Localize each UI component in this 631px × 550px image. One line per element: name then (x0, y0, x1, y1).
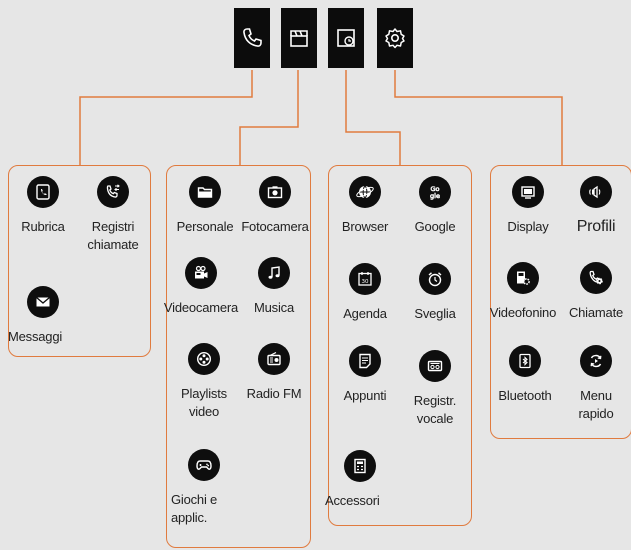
menu-item-label: Radio FM (246, 386, 302, 401)
menu-item-videocamera[interactable]: Videocamera (160, 257, 242, 317)
folder-icon (189, 176, 221, 208)
menu-item-label: Giochi e applic. (171, 492, 218, 525)
menu-item-label: Rubrica (21, 219, 65, 234)
menu-item-label: Chiamate (568, 305, 624, 320)
menu-item-playlists-video[interactable]: Playlists video (163, 343, 245, 421)
menu-item-label: Profili (576, 218, 616, 235)
contacts-icon (27, 176, 59, 208)
menu-item-label: Google (414, 219, 456, 234)
menu-item-label: Videofonino (489, 305, 557, 320)
menu-item-label: Messaggi (8, 329, 63, 344)
menu-item-personale[interactable]: Personale (164, 176, 246, 236)
menu-item-agenda[interactable]: 30 Agenda (324, 263, 406, 323)
music-note-icon (258, 257, 290, 289)
gear-icon (385, 28, 405, 49)
film-reel-icon (188, 343, 220, 375)
tab-utilities[interactable] (328, 8, 364, 68)
call-log-icon (97, 176, 129, 208)
menu-item-label: Browser (341, 219, 389, 234)
tab-settings[interactable] (377, 8, 413, 68)
menu-item-label: Menu rapido (578, 388, 614, 421)
menu-item-label: Playlists video (181, 386, 227, 419)
menu-item-fotocamera[interactable]: Fotocamera (234, 176, 316, 236)
globe-icon (349, 176, 381, 208)
speaker-icon (580, 176, 612, 208)
envelope-icon (27, 286, 59, 318)
menu-item-giochi-applic[interactable]: Giochi e applic. (163, 449, 245, 527)
menu-item-display[interactable]: Display (487, 176, 569, 236)
camera-icon (259, 176, 291, 208)
group-communication (8, 165, 151, 357)
menu-item-profili[interactable]: Profili (555, 176, 631, 236)
tab-multimedia[interactable] (281, 8, 317, 68)
video-call-settings-icon (507, 262, 539, 294)
menu-item-appunti[interactable]: Appunti (324, 345, 406, 405)
group-multimedia (166, 165, 311, 548)
calendar-icon: 30 (349, 263, 381, 295)
menu-item-label: Videocamera (163, 300, 239, 315)
menu-item-musica[interactable]: Musica (233, 257, 315, 317)
menu-item-label: Musica (254, 300, 294, 315)
calculator-icon (344, 450, 376, 482)
svg-text:gle: gle (430, 192, 440, 200)
menu-item-label: Display (507, 219, 549, 234)
menu-item-label: Fotocamera (241, 219, 309, 234)
video-camera-icon (185, 257, 217, 289)
bluetooth-icon (509, 345, 541, 377)
menu-item-chiamate[interactable]: Chiamate (555, 262, 631, 322)
menu-item-label: Registr. vocale (413, 393, 457, 426)
tab-calls[interactable] (234, 8, 270, 68)
alarm-clock-icon (419, 263, 451, 295)
notepad-icon (349, 345, 381, 377)
menu-item-label: Agenda (343, 306, 387, 321)
radio-icon (258, 343, 290, 375)
menu-item-registri-chiamate[interactable]: Registri chiamate (72, 176, 154, 254)
group-settings (490, 165, 631, 439)
menu-item-label: Personale (176, 219, 234, 234)
menu-item-label: Sveglia (414, 306, 456, 321)
display-icon (512, 176, 544, 208)
call-settings-icon (580, 262, 612, 294)
phone-icon (243, 28, 262, 47)
document-icon (337, 29, 355, 47)
voice-recorder-icon (419, 350, 451, 382)
menu-item-menu-rapido[interactable]: Menu rapido (555, 345, 631, 423)
gamepad-icon (188, 449, 220, 481)
shortcut-arrows-icon (580, 345, 612, 377)
menu-item-radio-fm[interactable]: Radio FM (233, 343, 315, 403)
svg-text:Go: Go (430, 185, 439, 193)
menu-item-label: Accessori (325, 493, 380, 508)
menu-item-bluetooth[interactable]: Bluetooth (484, 345, 566, 405)
group-utilities (328, 165, 472, 526)
menu-item-accessori[interactable]: Accessori (319, 450, 401, 510)
menu-item-sveglia[interactable]: Sveglia (394, 263, 476, 323)
svg-text:30: 30 (362, 279, 369, 285)
menu-item-label: Appunti (343, 388, 387, 403)
menu-item-registr-vocale[interactable]: Registr. vocale (394, 350, 476, 428)
menu-item-browser[interactable]: Browser (324, 176, 406, 236)
menu-item-label: Registri chiamate (87, 219, 139, 252)
menu-item-rubrica[interactable]: Rubrica (2, 176, 84, 236)
menu-item-videofonino[interactable]: Videofonino (482, 262, 564, 322)
menu-item-messaggi[interactable]: Messaggi (2, 286, 84, 346)
clapperboard-icon (290, 30, 308, 47)
menu-item-label: Bluetooth (498, 388, 552, 403)
